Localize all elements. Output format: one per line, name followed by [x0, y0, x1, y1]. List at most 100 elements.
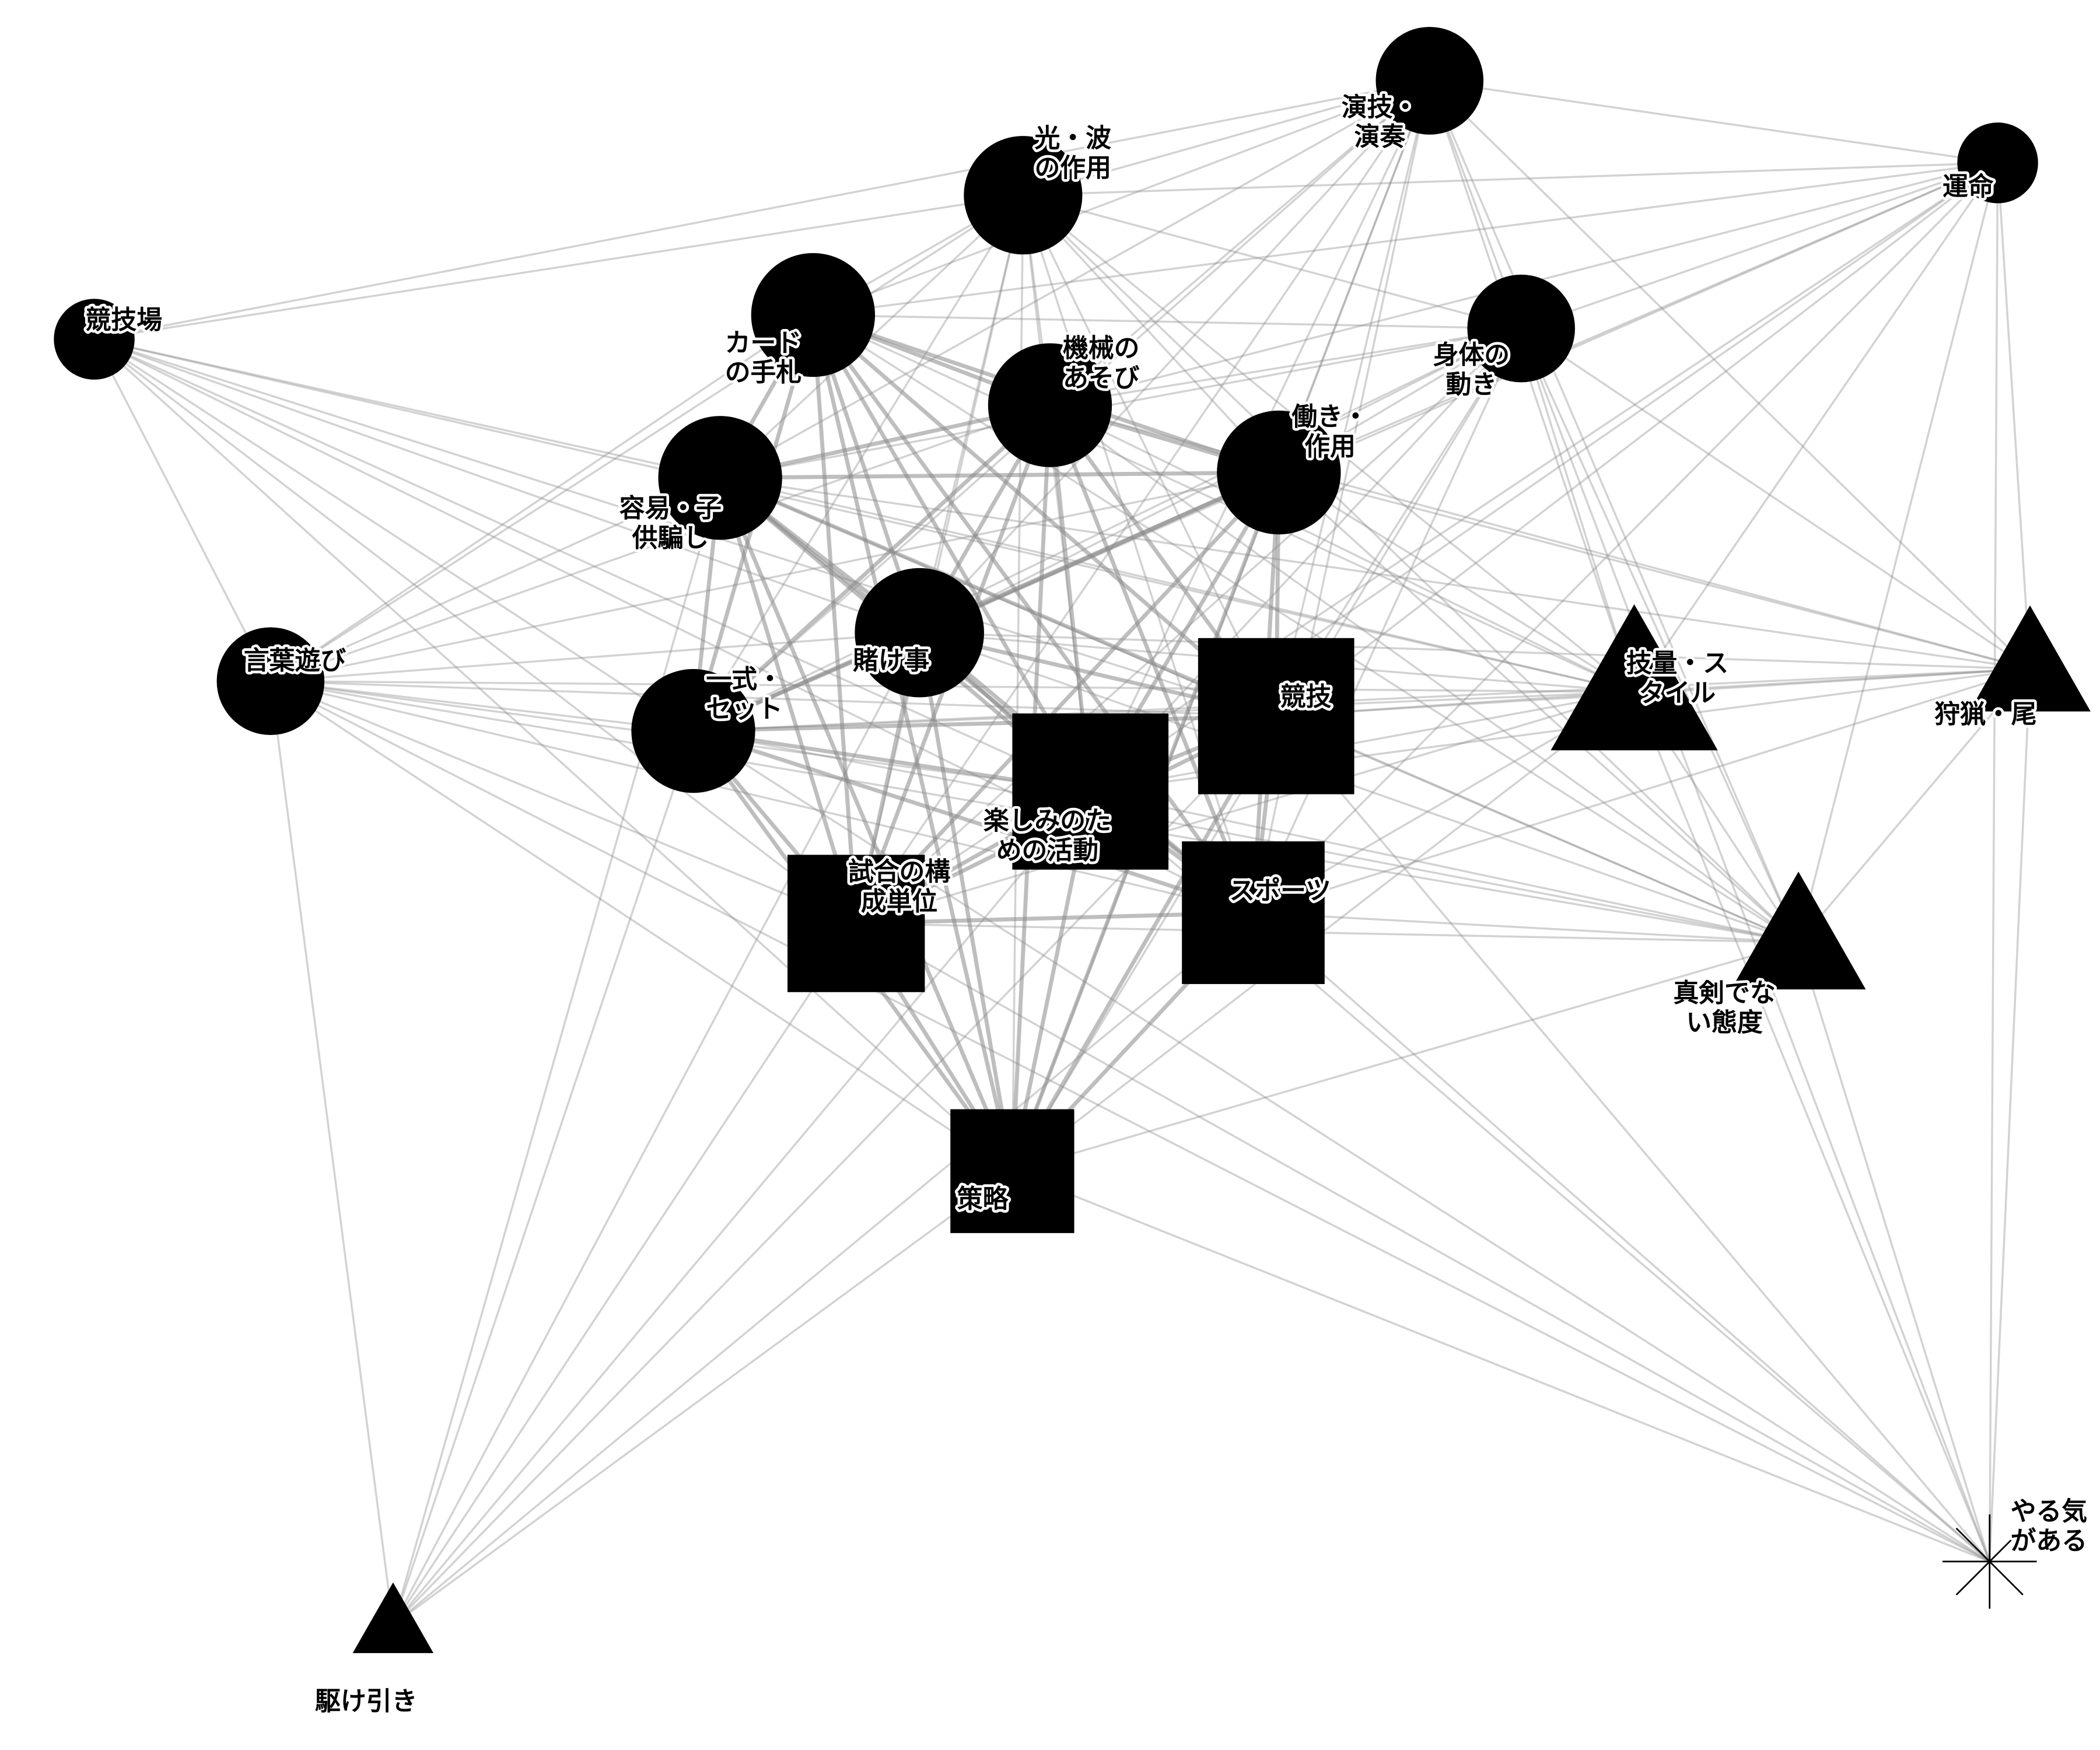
node-circle-11[interactable] — [631, 668, 755, 793]
edge-10-19 — [918, 631, 1800, 944]
edge-20-10 — [392, 631, 921, 1626]
node-square-12[interactable] — [1198, 638, 1354, 794]
node-label-line: タイル — [1639, 678, 1716, 708]
edge-18-10 — [918, 631, 2031, 670]
node-label-line: 動き — [1446, 370, 1497, 400]
edge-3-17 — [1633, 162, 1999, 693]
node-label-line: い態度 — [1686, 1008, 1763, 1038]
edge-1-11 — [692, 194, 1024, 732]
edge-1-19 — [1022, 194, 1800, 944]
edge-1-2 — [1022, 79, 1431, 197]
node-label: 働き・作用 — [1292, 402, 1368, 461]
node-label: カードの手札 — [725, 328, 802, 387]
edge-14-19 — [855, 922, 1800, 944]
edge-3-7 — [1278, 162, 1999, 474]
edge-21-6 — [1520, 327, 1991, 1563]
edge-20-16 — [392, 1170, 1014, 1626]
node-label-line: 演技・ — [1342, 92, 1418, 122]
edge-9-7 — [270, 471, 1280, 682]
edge-3-12 — [1275, 162, 1999, 718]
node-label: 真剣でない態度 — [1673, 978, 1775, 1038]
edge-20-14 — [392, 922, 858, 1626]
edge-3-19 — [1797, 162, 1999, 944]
node-circle-9[interactable] — [216, 627, 325, 735]
edge-7-14 — [854, 470, 1281, 926]
edge-8-14 — [718, 475, 859, 926]
edge-8-17 — [719, 477, 1636, 693]
edge-18-8 — [719, 477, 2031, 670]
edge-9-5 — [270, 404, 1051, 682]
edge-9-8 — [270, 477, 722, 682]
node-circle-4[interactable] — [751, 253, 875, 377]
edge-10-16 — [917, 631, 1014, 1174]
node-circle-0[interactable] — [54, 299, 135, 380]
node-label-line: 狩猟・尾 — [1934, 699, 2036, 729]
edge-0-1 — [93, 194, 1024, 341]
node-label-line: 一式・ — [706, 664, 782, 694]
edge-18-21 — [1989, 668, 2031, 1563]
edge-21-14 — [855, 922, 1991, 1563]
edge-3-18 — [1996, 162, 2031, 670]
edge-3-21 — [1989, 162, 1999, 1563]
edge-2-17 — [1429, 79, 1636, 693]
edge-9-11 — [270, 680, 695, 732]
node-label-line: あそび — [1063, 363, 1140, 393]
edge-6-15 — [1252, 327, 1522, 914]
node-label-line: 働き・ — [1292, 402, 1368, 432]
edge-0-11 — [93, 338, 695, 732]
edge-21-15 — [1252, 911, 1991, 1563]
edge-2-12 — [1275, 79, 1431, 718]
node-circle-3[interactable] — [1957, 123, 2038, 204]
node-label: 競技 — [1280, 682, 1332, 712]
edge-2-10 — [918, 79, 1431, 634]
edge-15-19 — [1252, 911, 1800, 944]
node-square-14[interactable] — [788, 855, 925, 992]
edge-2-19 — [1429, 79, 1800, 944]
node-circle-7[interactable] — [1217, 410, 1341, 535]
node-label: 身体の動き — [1433, 340, 1510, 400]
node-label-line: 技量・ス — [1626, 649, 1728, 678]
edge-18-7 — [1278, 471, 2031, 670]
edge-11-17 — [692, 691, 1636, 732]
node-label: 試合の構成単位 — [848, 857, 950, 916]
node-triangle-19[interactable] — [1731, 872, 1866, 990]
node-label-line: 真剣でな — [1673, 978, 1775, 1008]
edge-7-8 — [718, 470, 1281, 480]
node-circle-10[interactable] — [855, 568, 984, 698]
node-circle-1[interactable] — [964, 136, 1083, 255]
node-label: 策略 — [957, 1184, 1009, 1214]
edge-3-1 — [1022, 162, 1999, 197]
edge-4-16 — [811, 313, 1014, 1174]
node-circle-8[interactable] — [658, 416, 782, 540]
node-square-16[interactable] — [950, 1109, 1074, 1233]
node-asterisk-21[interactable] — [1942, 1514, 2037, 1609]
edge-1-6 — [1022, 194, 1522, 330]
node-triangle-17[interactable] — [1550, 604, 1718, 751]
node-label-line: 機械の — [1063, 334, 1139, 363]
edge-20-13 — [392, 790, 1091, 1626]
edge-3-4 — [812, 162, 1999, 316]
node-label-line: がある — [2011, 1526, 2087, 1556]
node-triangle-18[interactable] — [1969, 605, 2091, 712]
node-label-line: 容易・子 — [620, 494, 722, 523]
edge-6-11 — [692, 327, 1522, 732]
node-circle-5[interactable] — [988, 343, 1112, 467]
edge-0-14 — [93, 338, 858, 925]
edge-1-12 — [1022, 194, 1278, 718]
node-triangle-20[interactable] — [352, 1582, 434, 1653]
node-circle-2[interactable] — [1376, 27, 1484, 135]
edge-9-1 — [270, 194, 1024, 682]
node-label-line: 運命 — [1943, 172, 1994, 202]
node-circle-6[interactable] — [1467, 274, 1575, 383]
node-square-13[interactable] — [1012, 713, 1169, 870]
node-label: やる気がある — [2011, 1496, 2087, 1556]
node-square-15[interactable] — [1182, 841, 1325, 984]
edge-4-13 — [811, 313, 1093, 794]
edge-20-8 — [392, 477, 722, 1626]
node-label-line: 駆け引き — [315, 1686, 417, 1716]
node-label-line: 競技場 — [86, 305, 162, 335]
edge-5-15 — [1048, 403, 1255, 915]
node-label: 一式・セット — [706, 664, 782, 724]
edge-5-6 — [1049, 327, 1522, 407]
